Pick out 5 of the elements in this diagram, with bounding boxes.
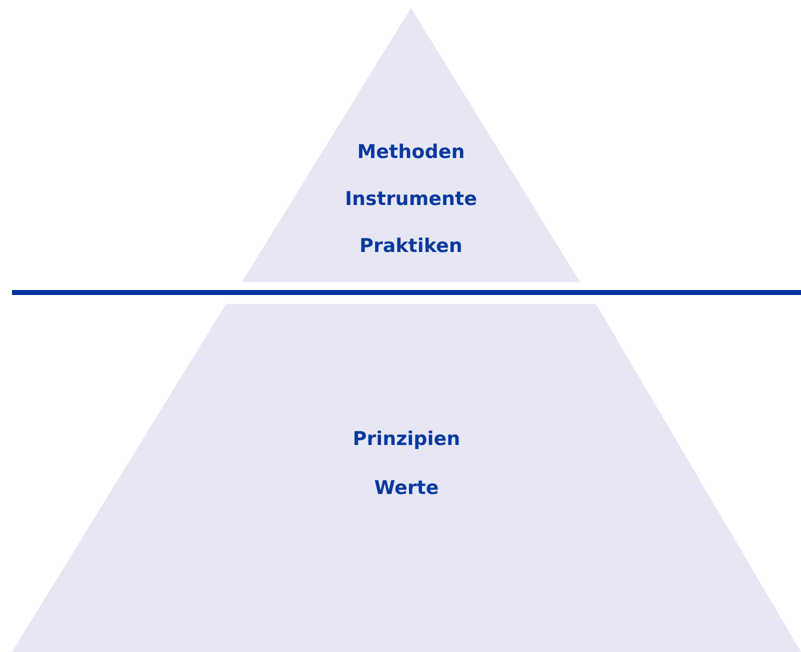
pyramid-label: Methoden [357, 141, 465, 163]
pyramid-label: Werte [374, 477, 439, 499]
pyramid-label: Prinzipien [352, 428, 460, 450]
pyramid-label: Praktiken [360, 235, 462, 257]
pyramid-label: Instrumente [344, 188, 478, 210]
